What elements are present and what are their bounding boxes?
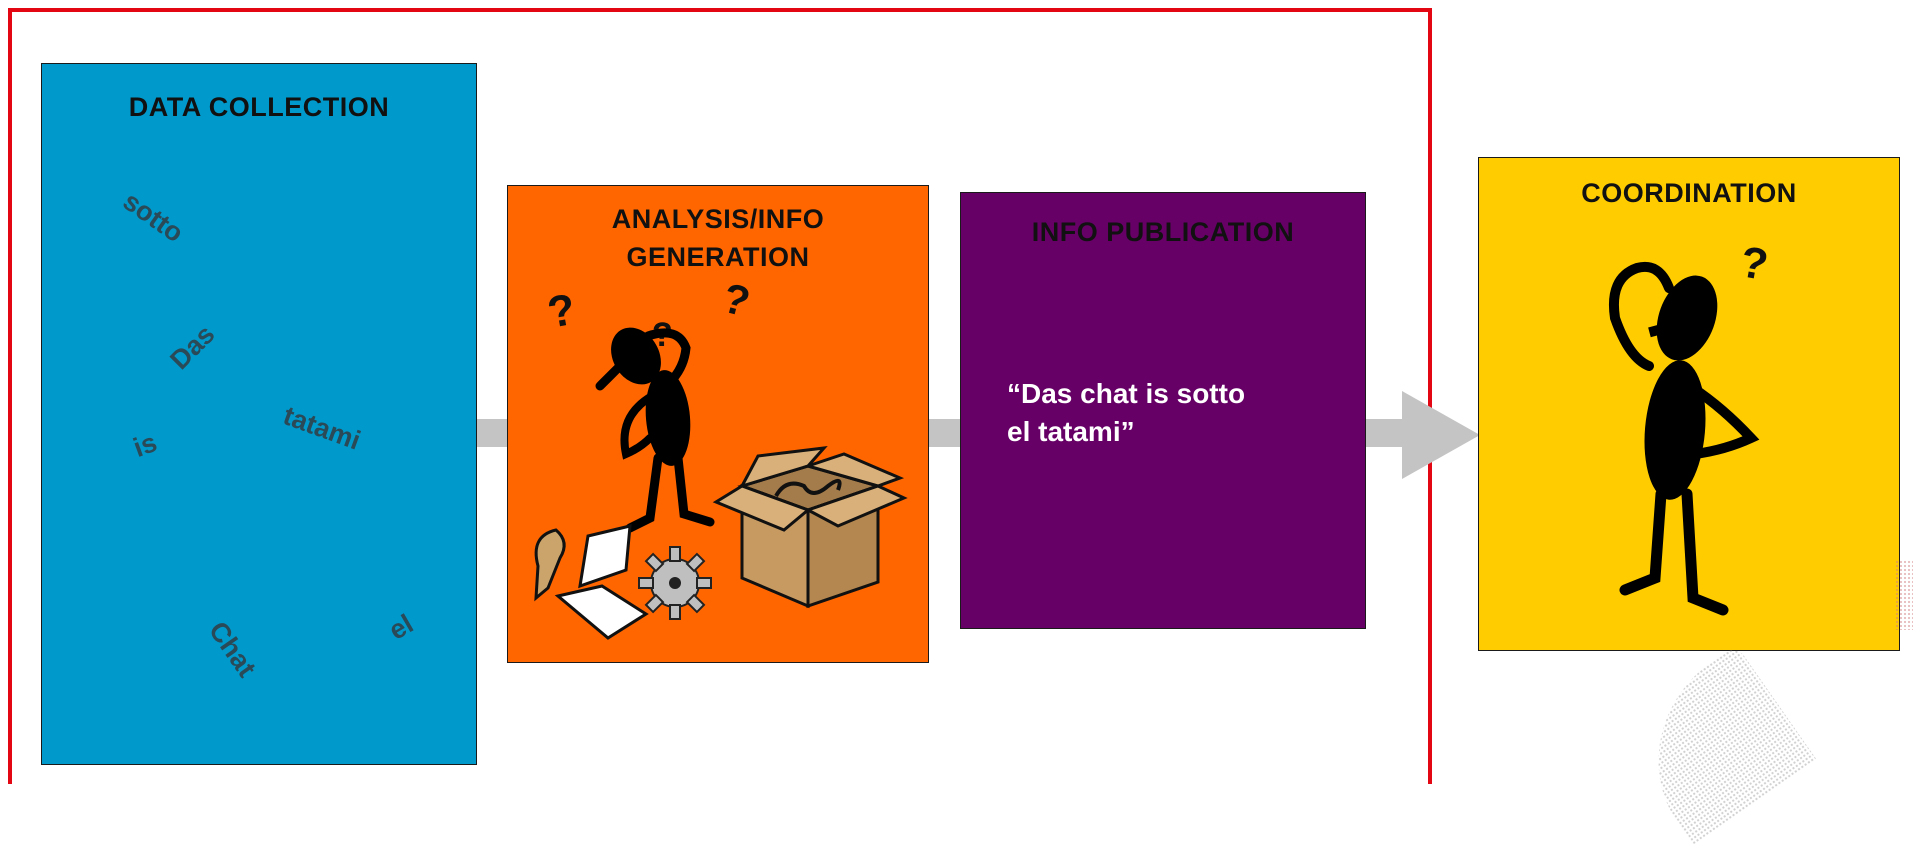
svg-text:?: ? xyxy=(1737,237,1772,290)
scattered-word: sotto xyxy=(117,185,189,249)
analysis-box: ANALYSIS/INFO GENERATION ? ? ? xyxy=(507,185,929,663)
watermark-edge xyxy=(1895,560,1913,630)
papers-icon xyxy=(534,524,649,640)
flow-arrow-shaft-2 xyxy=(925,419,963,447)
analysis-title-line1: ANALYSIS/INFO xyxy=(611,204,825,234)
watermark-logo xyxy=(1613,644,1817,845)
analysis-title-line2: GENERATION xyxy=(626,242,810,272)
thinking-figure-icon: ? ? ? xyxy=(544,274,755,533)
scattered-word: Chat xyxy=(202,616,262,683)
scattered-word: is xyxy=(129,427,161,463)
analysis-title: ANALYSIS/INFO GENERATION xyxy=(508,200,928,276)
info-publication-title: INFO PUBLICATION xyxy=(1031,217,1295,247)
coordination-title: COORDINATION xyxy=(1581,178,1797,208)
publication-quote: “Das chat is sotto el tatami” xyxy=(1007,375,1245,451)
gear-icon xyxy=(638,546,712,620)
data-collection-title: DATA COLLECTION xyxy=(128,92,390,122)
flow-arrow-shaft-3 xyxy=(1365,419,1405,447)
question-box-icon xyxy=(712,446,908,609)
publication-quote-line2: el tatami” xyxy=(1007,416,1135,447)
scattered-word: tatami xyxy=(279,400,365,456)
scattered-word: Das xyxy=(164,319,221,376)
coordination-box: COORDINATION ? xyxy=(1478,157,1900,651)
publication-quote-line1: “Das chat is sotto xyxy=(1007,378,1246,409)
data-collection-box: DATA COLLECTION sotto Das is tatami Chat… xyxy=(41,63,477,765)
pondering-figure-icon: ? xyxy=(1609,237,1772,616)
scattered-word: el xyxy=(383,608,419,646)
flow-arrow-head xyxy=(1402,391,1480,479)
info-publication-box: INFO PUBLICATION “Das chat is sotto el t… xyxy=(960,192,1366,629)
